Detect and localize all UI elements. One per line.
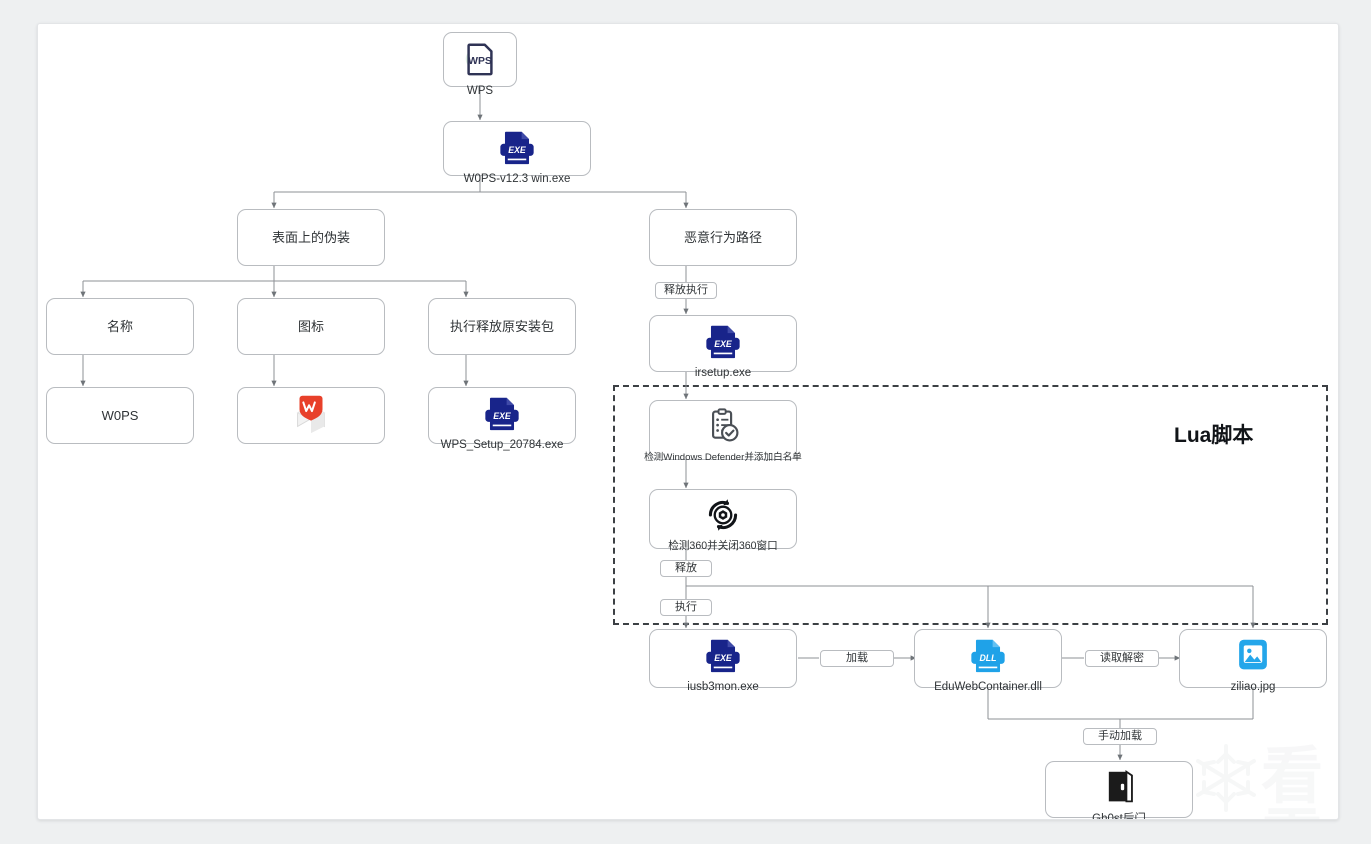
node-iusb3mon-exe[interactable]: EXE iusb3mon.exe: [649, 629, 797, 693]
node-release-original-installer-label: 执行释放原安装包: [449, 319, 554, 334]
node-detect-defender-label: 检测Windows Defender并添加白名单: [644, 452, 802, 463]
edge-label-load: 加载: [820, 650, 894, 667]
node-ziliao-jpg[interactable]: ziliao.jpg: [1179, 629, 1327, 693]
lua-script-group: [613, 385, 1328, 625]
node-irsetup-exe[interactable]: EXE irsetup.exe: [649, 315, 797, 379]
exe-file-icon: EXE: [704, 323, 742, 365]
checklist-icon: [704, 408, 742, 449]
node-w0ps-exe-label: W0PS-v12.3 win.exe: [463, 173, 571, 185]
svg-text:EXE: EXE: [714, 653, 733, 663]
node-surface-disguise-label: 表面上的伪装: [271, 230, 350, 245]
node-w0ps-name[interactable]: W0PS: [46, 387, 194, 444]
exe-file-icon: EXE: [483, 395, 521, 437]
node-gh0st-backdoor-label: Gh0st后门: [1092, 813, 1146, 820]
svg-text:EXE: EXE: [508, 145, 527, 155]
exe-file-icon: EXE: [498, 129, 536, 171]
node-w0ps-name-label: W0PS: [101, 408, 139, 423]
backdoor-door-icon: [1100, 769, 1138, 811]
node-icon-branch[interactable]: 图标: [237, 298, 385, 355]
edge-label-release: 释放: [660, 560, 712, 577]
image-file-icon: [1234, 637, 1272, 679]
node-wps-label: WPS: [466, 85, 494, 97]
node-wps[interactable]: WPS WPS: [443, 32, 517, 97]
snowflake-icon: [1196, 744, 1256, 812]
node-icon-branch-label: 图标: [297, 319, 324, 334]
node-eduwebcontainer-dll-label: EduWebContainer.dll: [934, 681, 1042, 693]
lua-script-group-title: Lua脚本: [1174, 424, 1254, 447]
node-wps-setup-exe-label: WPS_Setup_20784.exe: [440, 439, 564, 451]
node-name[interactable]: 名称: [46, 298, 194, 355]
wps-file-icon: WPS: [461, 40, 499, 83]
svg-text:EXE: EXE: [493, 411, 512, 421]
edge-label-read-decrypt: 读取解密: [1085, 650, 1159, 667]
node-irsetup-exe-label: irsetup.exe: [694, 367, 752, 379]
svg-text:DLL: DLL: [979, 653, 996, 663]
node-wps-logo[interactable]: [237, 387, 385, 444]
exe-file-icon: EXE: [704, 637, 742, 679]
gear-refresh-icon: [704, 497, 742, 538]
node-detect-360-label: 检测360并关闭360窗口: [668, 540, 778, 552]
node-gh0st-backdoor[interactable]: Gh0st后门: [1045, 761, 1193, 820]
wps-logo-icon: [288, 390, 334, 441]
diagram-canvas: 看雪 Lua脚本: [37, 23, 1339, 820]
node-surface-disguise[interactable]: 表面上的伪装: [237, 209, 385, 266]
node-ziliao-jpg-label: ziliao.jpg: [1230, 681, 1276, 693]
edge-label-execute: 执行: [660, 599, 712, 616]
node-name-label: 名称: [106, 319, 133, 334]
node-eduwebcontainer-dll[interactable]: DLL EduWebContainer.dll: [914, 629, 1062, 693]
dll-file-icon: DLL: [969, 637, 1007, 679]
node-detect-defender[interactable]: 检测Windows Defender并添加白名单: [644, 400, 802, 463]
node-iusb3mon-exe-label: iusb3mon.exe: [687, 681, 759, 693]
node-malicious-path-label: 恶意行为路径: [683, 230, 762, 245]
svg-text:EXE: EXE: [714, 339, 733, 349]
node-w0ps-exe[interactable]: EXE W0PS-v12.3 win.exe: [443, 121, 591, 185]
node-detect-360[interactable]: 检测360并关闭360窗口: [649, 489, 797, 552]
edge-label-manual-load: 手动加载: [1083, 728, 1157, 745]
svg-text:WPS: WPS: [468, 56, 492, 67]
edge-label-release-run: 释放执行: [655, 282, 717, 299]
node-release-original-installer[interactable]: 执行释放原安装包: [428, 298, 576, 355]
watermark: [1191, 742, 1261, 819]
node-malicious-path[interactable]: 恶意行为路径: [649, 209, 797, 266]
watermark-text: 看雪: [1261, 742, 1328, 820]
node-wps-setup-exe[interactable]: EXE WPS_Setup_20784.exe: [428, 387, 576, 451]
